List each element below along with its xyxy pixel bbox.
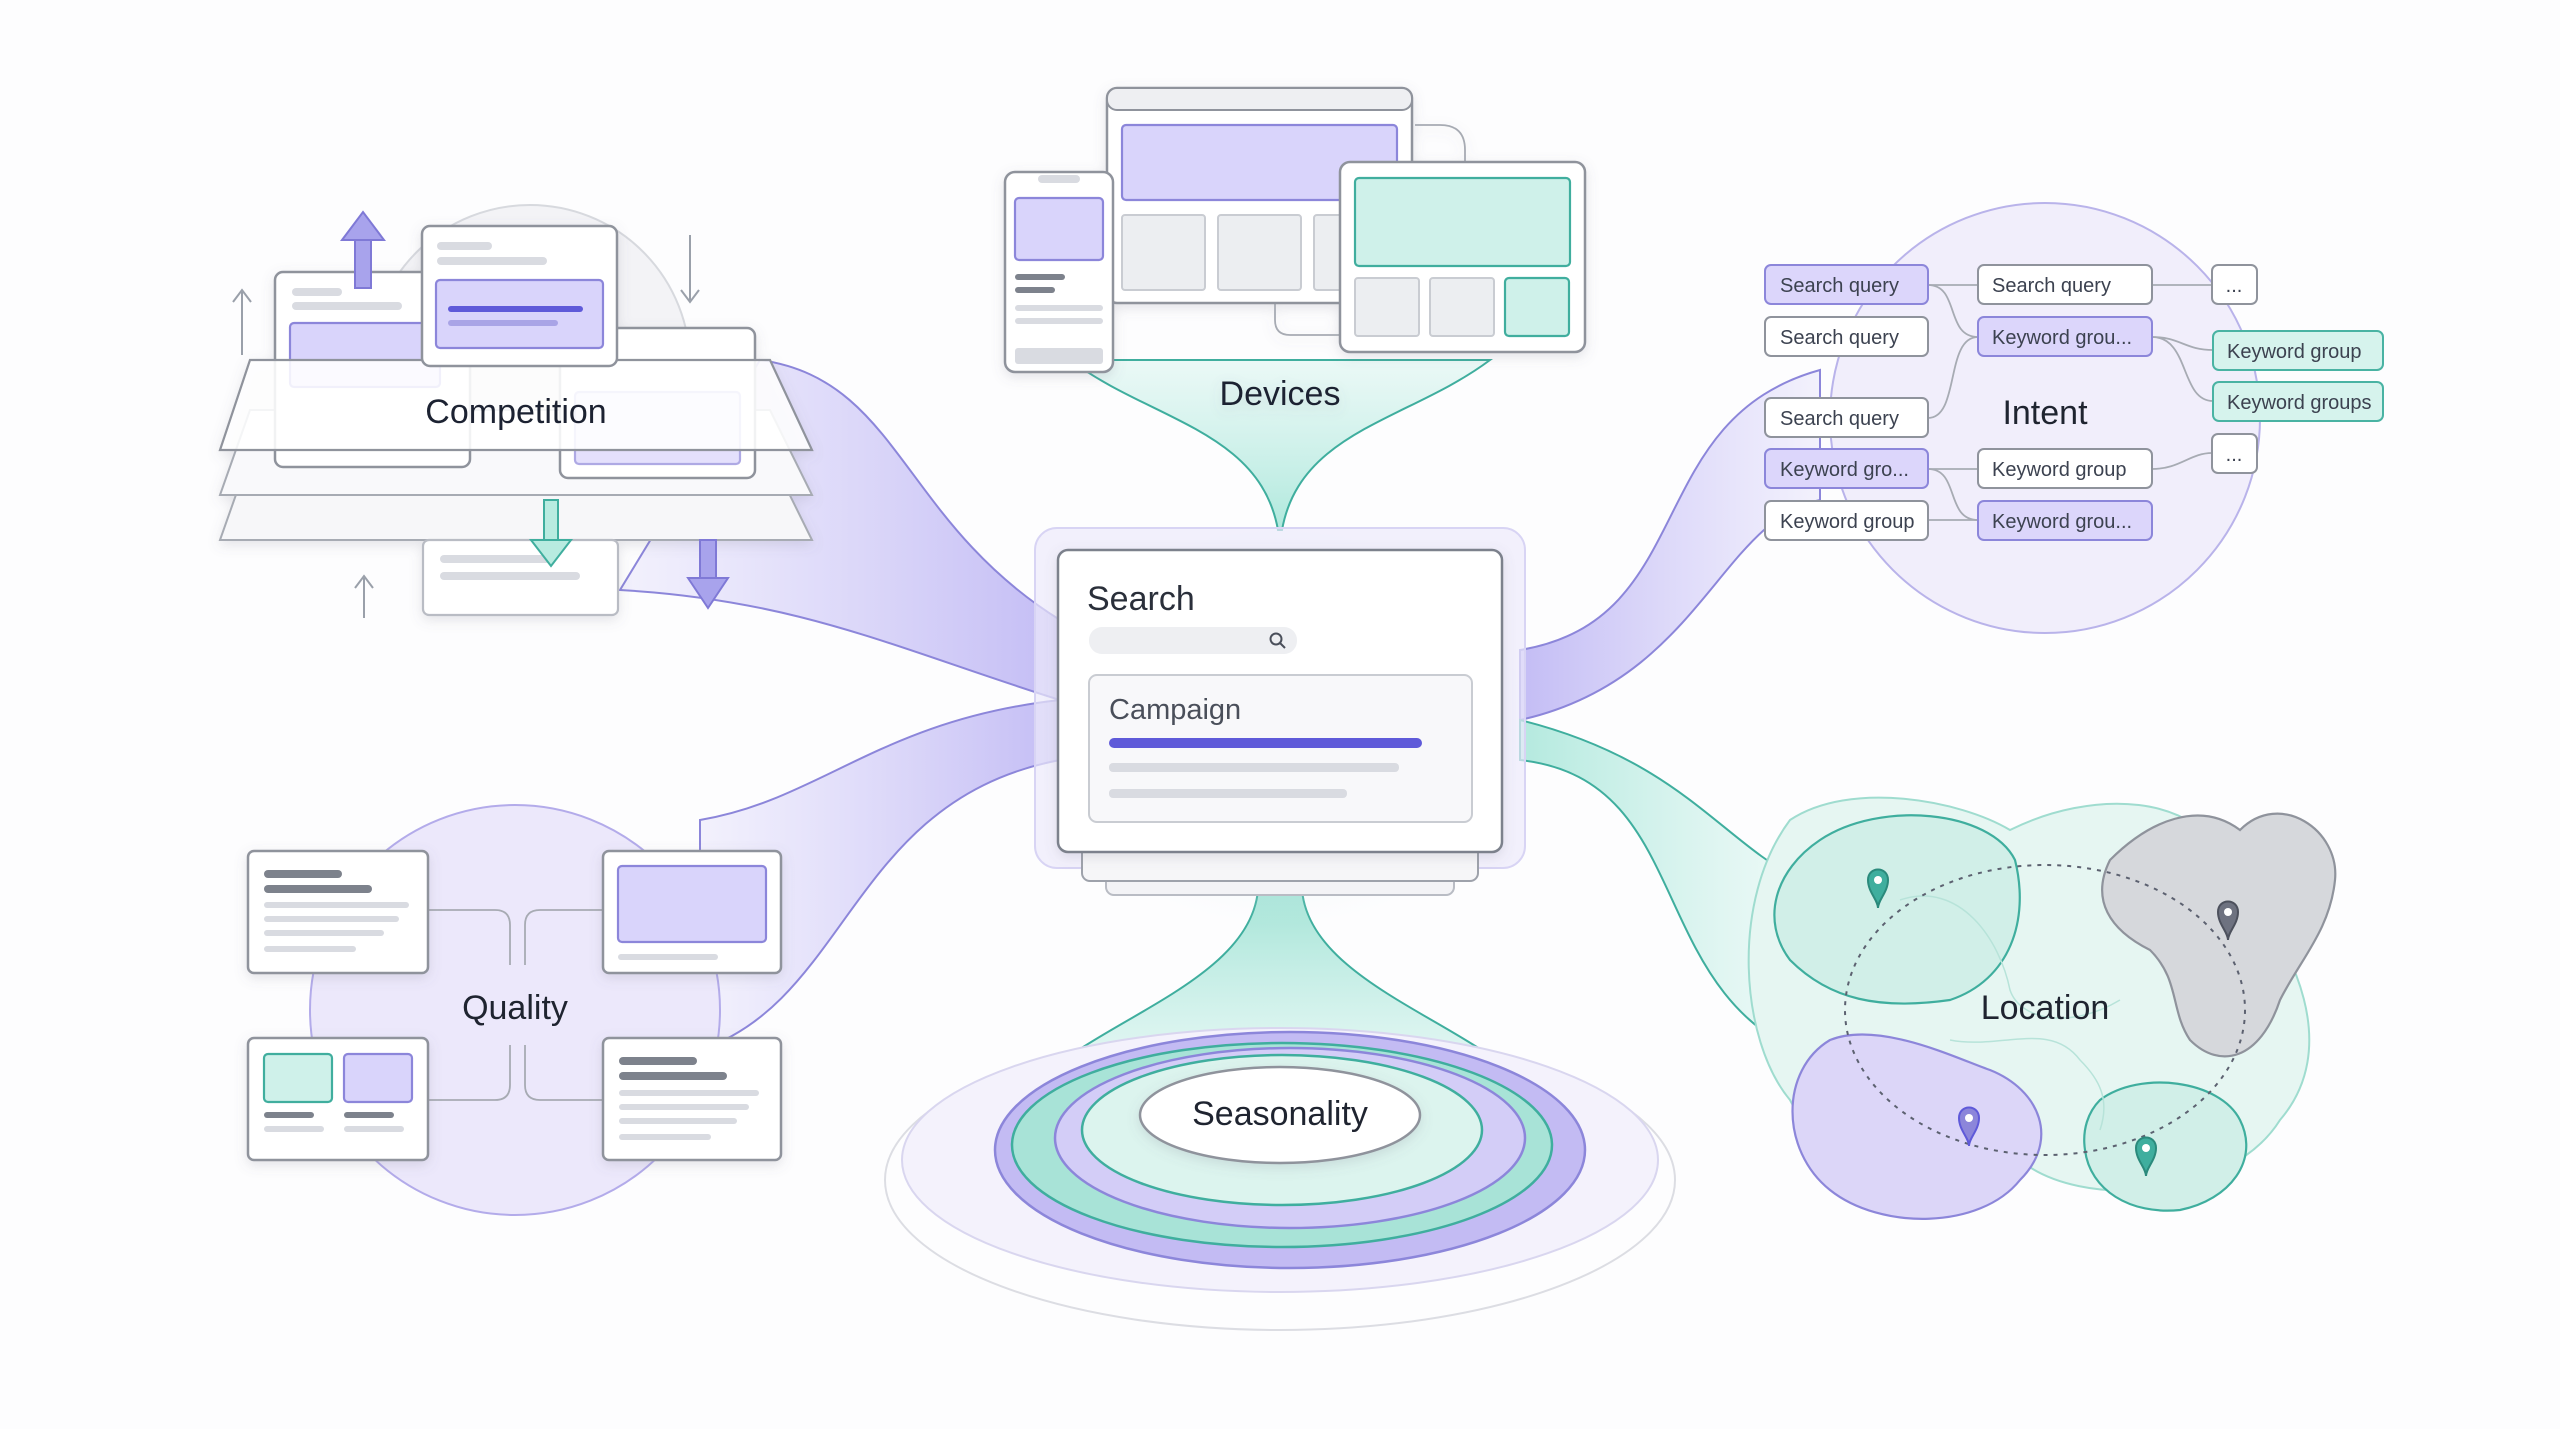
campaign-progress [1109,738,1422,748]
chip [1764,448,1929,489]
chip [1764,500,1929,541]
quality-label: Quality [462,989,568,1027]
campaign-panel [1088,674,1473,823]
intent-node: Search query Search query Search query K… [1764,264,2384,541]
competition-label: Competition [425,393,606,431]
chip [2211,264,2258,305]
seasonality-node: Seasonality [884,1027,1676,1331]
arrow-down-icon [528,499,574,568]
devices-node: Devices [1003,86,1587,413]
intent-col3: ... Keyword group Keyword groups ... [2211,264,2384,474]
chip-text: Keyword groups [2227,392,2372,414]
devices-label: Devices [1220,375,1341,413]
chip [1977,264,2153,305]
chip-text: ... [2226,444,2243,466]
chip [1764,264,1929,305]
chip [2212,330,2384,371]
chip-text: Keyword grou... [1992,327,2132,349]
arrow-up-icon [340,210,386,289]
search-title: Search [1087,580,1195,618]
chip-text: Search query [1780,275,1899,297]
arrow-up-icon [232,288,252,355]
chip-text: Keyword gro... [1780,459,1909,481]
chip-text: Keyword grou... [1992,511,2132,533]
intent-col1: Search query Search query Search query K… [1764,264,1929,541]
competition-arrows [232,210,730,618]
map-pin-icon [2134,1136,2158,1177]
arrow-down-icon [686,539,730,610]
map-pin-icon [2216,900,2240,941]
campaign-label: Campaign [1109,694,1241,726]
intent-label: Intent [2002,394,2088,432]
chip [2211,433,2258,474]
chip [1977,500,2153,541]
chip-text: Search query [1780,408,1899,430]
intent-links [1927,284,2214,521]
quality-node: Quality [246,849,783,1162]
location-node: Location [1747,796,2337,1220]
chip-text: Keyword group [2227,341,2362,363]
chip [2212,381,2384,422]
center-search-card: Search Campaign [1030,525,1530,925]
chip [1764,397,1929,438]
location-label: Location [1981,989,2110,1027]
arrow-down-icon [680,235,700,304]
arrow-up-icon [354,574,374,618]
chip [1977,316,2153,357]
chip-text: Search query [1992,275,2111,297]
chip-text: ... [2226,275,2243,297]
search-input[interactable] [1089,627,1297,654]
intent-col2: Search query Keyword grou... Keyword gro… [1977,264,2153,541]
seasonality-label: Seasonality [1192,1095,1368,1133]
chip [1764,316,1929,357]
chip [1977,448,2153,489]
search-icon [1269,632,1286,649]
chip-text: Keyword group [1992,459,2127,481]
chip-text: Keyword group [1780,511,1915,533]
map-pin-icon [1957,1106,1981,1147]
chip-text: Search query [1780,327,1899,349]
map-pin-icon [1866,868,1890,909]
competition-node: Competition [218,224,814,617]
